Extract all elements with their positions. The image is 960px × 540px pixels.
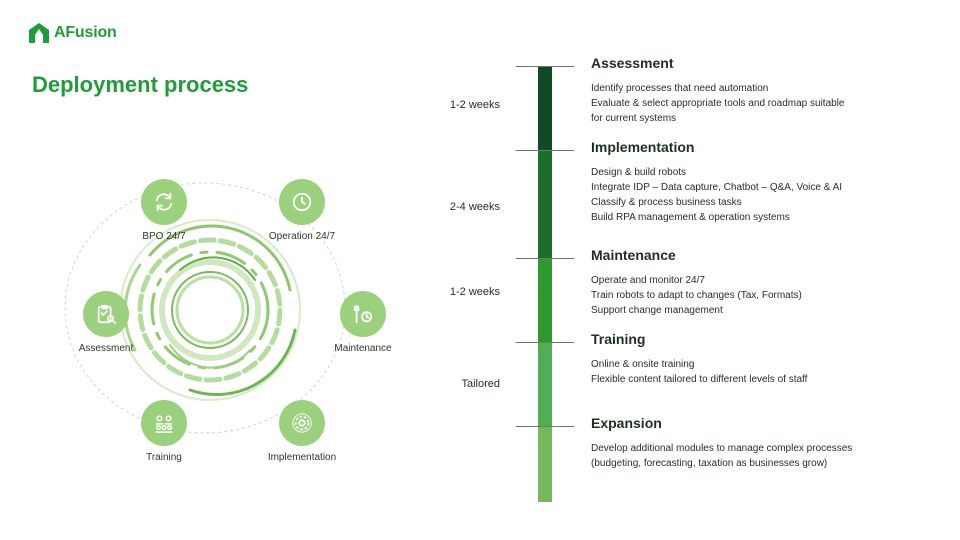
cycle-node-label: Implementation: [267, 452, 337, 463]
clock-icon: [279, 179, 325, 225]
duration-label-training: Tailored: [461, 378, 500, 390]
clipboard-search-icon: [83, 291, 129, 337]
cycle-node-implementation: Implementation: [242, 400, 362, 463]
phase-description-line: Online & onsite training: [591, 359, 695, 370]
cycle-node-training: Training: [104, 400, 224, 463]
timeline-bar-segment-expansion: [538, 426, 552, 502]
phase-implementation: Implementation Design & build robots Int…: [591, 139, 931, 225]
phase-description-line: Operate and monitor 24/7: [591, 275, 705, 286]
timeline-tick: [516, 258, 574, 259]
cycle-center-graphic: [64, 182, 346, 434]
phase-description-line: Train robots to adapt to changes (Tax, F…: [591, 290, 802, 301]
phase-description-line: Integrate IDP – Data capture, Chatbot – …: [591, 182, 843, 193]
duration-label-implementation: 2-4 weeks: [449, 201, 500, 213]
phase-title: Maintenance: [591, 247, 676, 263]
phase-description-line: Evaluate & select appropriate tools and …: [591, 98, 845, 109]
afusion-logo-icon: [29, 23, 49, 43]
phase-training: Training Online & onsite training Flexib…: [591, 331, 931, 387]
cycle-node-maintenance: Maintenance: [303, 291, 423, 354]
timeline-tick: [516, 66, 574, 67]
refresh-icon: [141, 179, 187, 225]
phase-description-line: Develop additional modules to manage com…: [591, 443, 853, 454]
phase-description-line: Identify processes that need automation: [591, 83, 769, 94]
cycle-node-bpo: BPO 24/7: [104, 179, 224, 242]
brand-name: AFusion: [54, 24, 117, 41]
timeline-bar-segment-assessment: [538, 66, 552, 150]
cycle-node-label: Training: [146, 452, 182, 463]
people-icon: [141, 400, 187, 446]
deployment-cycle-diagram: BPO 24/7 Operation 24/7 Maintenance Impl…: [40, 160, 392, 463]
page-title: Deployment process: [32, 72, 249, 97]
phase-description-line: Support change management: [591, 305, 723, 316]
brand-logo: AFusion: [28, 22, 117, 44]
phase-description-line: (budgeting, forecasting, taxation as bus…: [591, 458, 828, 469]
timeline-tick: [516, 426, 574, 427]
gear-icon: [279, 400, 325, 446]
phase-expansion: Expansion Develop additional modules to …: [591, 415, 931, 471]
phase-description-line: for current systems: [591, 113, 677, 124]
cycle-node-assessment: Assessment: [46, 291, 166, 354]
duration-label-assessment: 1-2 weeks: [449, 99, 500, 111]
phase-description-line: Build RPA management & operation systems: [591, 212, 790, 223]
phase-assessment: Assessment Identify processes that need …: [591, 55, 931, 126]
cycle-node-label: Operation 24/7: [268, 231, 336, 242]
cycle-node-label: Assessment: [78, 343, 134, 354]
timeline-bar-segment-training: [538, 342, 552, 426]
phase-title: Implementation: [591, 139, 695, 155]
phase-description-line: Design & build robots: [591, 167, 687, 178]
duration-label-maintenance: 1-2 weeks: [449, 286, 500, 298]
tools-icon: [340, 291, 386, 337]
timeline-tick: [516, 342, 574, 343]
phase-title: Assessment: [591, 55, 674, 71]
phase-description-line: Flexible content tailored to different l…: [591, 374, 808, 385]
phase-maintenance: Maintenance Operate and monitor 24/7 Tra…: [591, 247, 931, 318]
phase-title: Expansion: [591, 415, 662, 431]
cycle-node-label: Maintenance: [334, 343, 392, 354]
phase-description-line: Classify & process business tasks: [591, 197, 742, 208]
cycle-node-operation: Operation 24/7: [242, 179, 362, 242]
cycle-node-label: BPO 24/7: [142, 231, 186, 242]
timeline-bar-segment-implementation: [538, 150, 552, 258]
phase-title: Training: [591, 331, 646, 347]
timeline-tick: [516, 150, 574, 151]
timeline-bar-segment-maintenance: [538, 258, 552, 342]
